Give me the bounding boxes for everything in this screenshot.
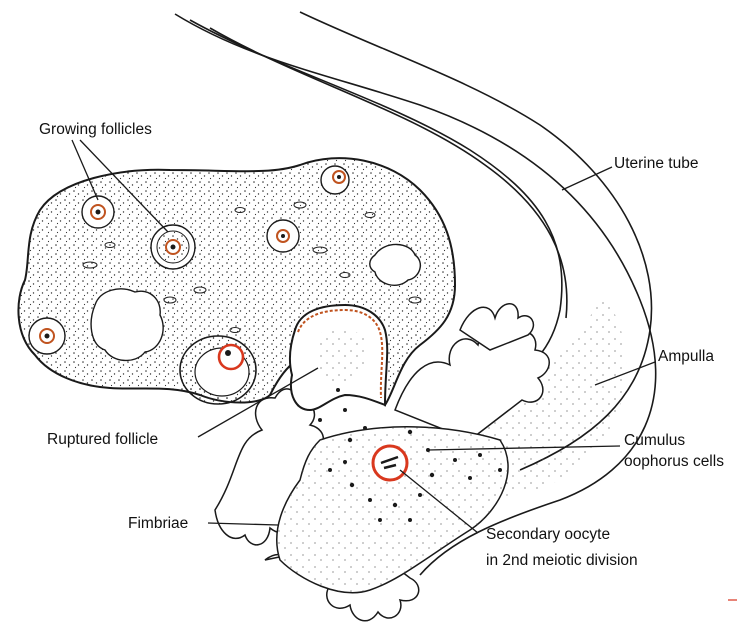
label-cumulus-line2: oophorus cells	[624, 452, 724, 471]
label-cumulus-line1: Cumulus	[624, 431, 685, 450]
follicle-3	[267, 220, 299, 252]
secondary-oocyte	[373, 446, 407, 480]
leader-uterine-tube	[562, 167, 612, 190]
label-uterine-tube: Uterine tube	[614, 154, 698, 173]
label-oocyte-line2: in 2nd meiotic division	[486, 551, 638, 570]
label-growing-follicles: Growing follicles	[39, 120, 152, 139]
label-ampulla: Ampulla	[658, 347, 714, 366]
follicle-1	[82, 196, 114, 228]
label-ruptured-follicle: Ruptured follicle	[47, 430, 158, 449]
label-oocyte-line1: Secondary oocyte	[486, 525, 610, 544]
ruptured-follicle	[290, 305, 387, 410]
follicle-large-antral	[180, 336, 256, 404]
follicle-5	[29, 318, 65, 354]
follicle-2	[151, 225, 195, 269]
follicle-4	[321, 166, 349, 194]
label-fimbriae: Fimbriae	[128, 514, 188, 533]
